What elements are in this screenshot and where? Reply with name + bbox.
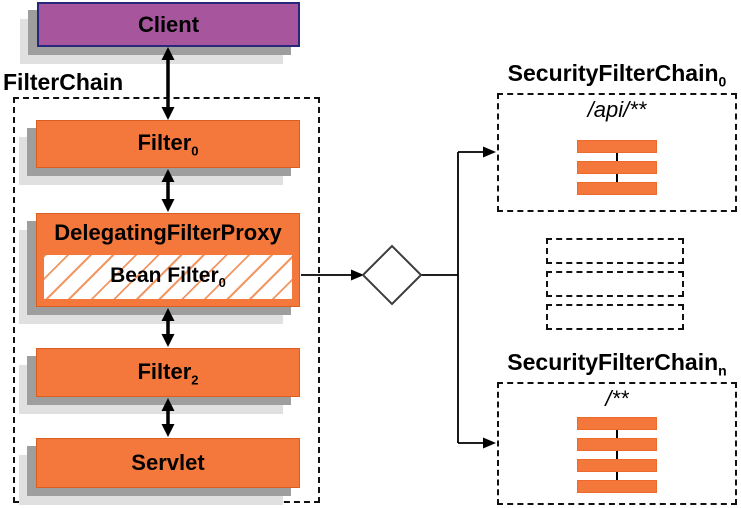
security-filter-bar [577, 161, 657, 174]
filter2-label: Filter2 [137, 358, 199, 388]
decision-label: ? [384, 259, 400, 289]
security-filter-chain-0-url-pattern: /api/** [587, 97, 647, 122]
placeholder-chain-box [546, 271, 684, 297]
security-filter-bar [577, 417, 657, 430]
servlet-box: Servlet [36, 438, 300, 488]
security-filter-chain-0-heading: SecurityFilterChain0 [507, 60, 727, 90]
decision-arrowhead [351, 269, 364, 281]
security-filter-bar [577, 438, 657, 451]
security-filter-chain-n-box: /** [497, 382, 737, 505]
security-filter-chain-n-heading: SecurityFilterChainn [507, 349, 727, 379]
filter-chain-label: FilterChain [3, 69, 124, 95]
security-filter-bar [577, 459, 657, 472]
delegating-filter-proxy-label: DelegatingFilterProxy [54, 219, 282, 245]
servlet-label: Servlet [131, 450, 205, 475]
security-filter-chain-0-box: /api/** [497, 93, 737, 212]
filter-stack-connector-line [616, 423, 618, 487]
bean-filter-box: Bean Filter0 [41, 252, 295, 302]
filter2-box: Filter2 [36, 348, 300, 397]
security-filter-bar [577, 480, 657, 493]
client-box: Client [37, 2, 300, 47]
client-label: Client [137, 11, 200, 37]
security-filter-chain-n-filter-stack [577, 417, 657, 493]
placeholder-chains [546, 238, 684, 337]
sfcn-arrowhead [483, 437, 496, 449]
security-filter-chain-0-filter-stack [577, 140, 657, 195]
bean-filter-label: Bean Filter0 [110, 264, 226, 291]
filter0-label: Filter0 [137, 130, 199, 159]
placeholder-chain-box [546, 304, 684, 330]
sfc0-arrowhead [483, 146, 496, 158]
delegating-filter-proxy-box: DelegatingFilterProxy Bean Filter0 [36, 213, 300, 307]
filter0-box: Filter0 [36, 120, 300, 168]
security-filter-bar [577, 140, 657, 153]
security-filter-bar [577, 182, 657, 195]
security-filter-chain-n-url-pattern: /** [605, 386, 629, 411]
placeholder-chain-box [546, 238, 684, 264]
